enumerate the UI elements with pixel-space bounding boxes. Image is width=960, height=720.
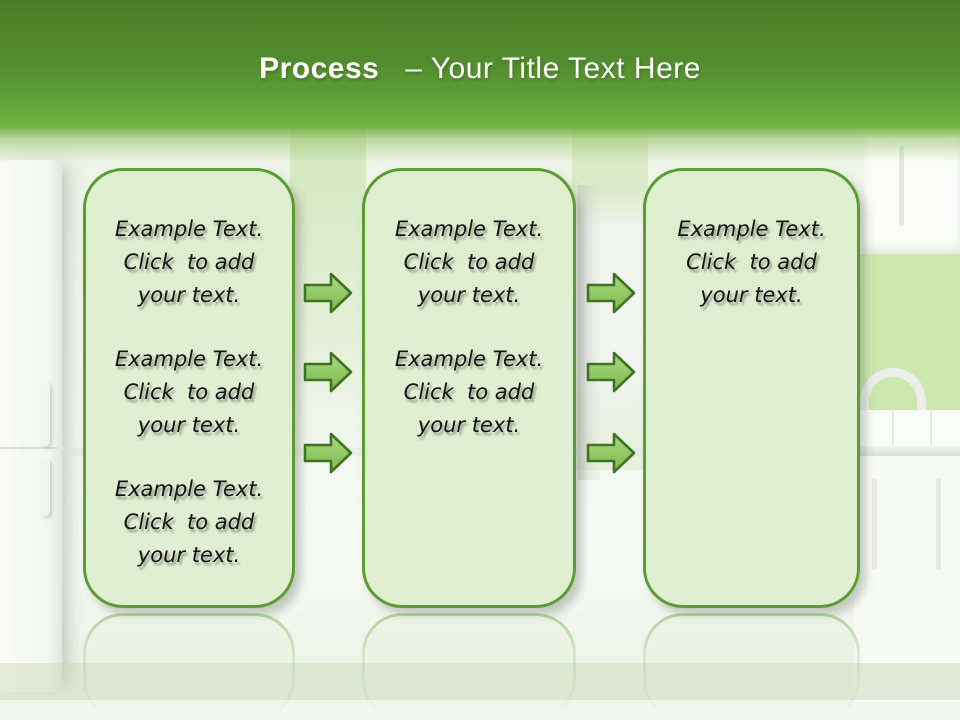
slide-title-keyword: Process [259, 52, 380, 85]
right-arrow-icon[interactable] [303, 350, 353, 394]
slide-title[interactable]: Process – Your Title Text Here [0, 52, 960, 86]
placeholder-line: Click to add [123, 250, 255, 274]
fridge-handle [41, 382, 50, 446]
right-arrow-icon[interactable] [303, 271, 353, 315]
wall-tiles [858, 410, 960, 446]
fridge-door-divider [0, 447, 58, 449]
box-reflection [83, 613, 295, 720]
text-placeholder[interactable]: Example Text. Click to add your text. [365, 213, 573, 312]
placeholder-line: Click to add [123, 380, 255, 404]
lower-cabinet [854, 456, 960, 702]
placeholder-line: Example Text. [677, 217, 826, 241]
placeholder-line: Click to add [403, 380, 535, 404]
process-box-2[interactable]: Example Text. Click to add your text. Ex… [362, 168, 576, 608]
text-placeholder[interactable]: Example Text. Click to add your text. [646, 213, 857, 312]
process-box-1[interactable]: Example Text. Click to add your text. Ex… [83, 168, 295, 608]
fridge [0, 160, 62, 692]
right-arrow-icon[interactable] [586, 271, 636, 315]
box-reflection [362, 613, 576, 720]
cabinet-handle [899, 146, 904, 226]
fridge-handle [41, 458, 50, 516]
placeholder-line: Example Text. [114, 217, 264, 241]
text-placeholder[interactable]: Example Text. Click to add your text. [365, 343, 573, 442]
placeholder-line: your text. [137, 543, 241, 567]
placeholder-line: Example Text. [114, 477, 264, 501]
placeholder-line: your text. [137, 283, 241, 307]
text-placeholder[interactable]: Example Text. Click to add your text. [86, 343, 292, 442]
placeholder-line: your text. [417, 413, 521, 437]
placeholder-line: Click to add [686, 250, 817, 274]
process-box-3[interactable]: Example Text. Click to add your text. [643, 168, 860, 608]
faucet-icon [860, 368, 926, 412]
placeholder-line: Click to add [123, 510, 255, 534]
right-arrow-icon[interactable] [586, 431, 636, 475]
text-placeholder[interactable]: Example Text. Click to add your text. [86, 213, 292, 312]
cooker-hood-shadow [578, 185, 600, 480]
slide-title-subtitle: – Your Title Text Here [405, 52, 701, 85]
placeholder-line: Example Text. [394, 217, 544, 241]
right-arrow-icon[interactable] [586, 350, 636, 394]
right-arrow-icon[interactable] [303, 431, 353, 475]
text-placeholder[interactable]: Example Text. Click to add your text. [86, 473, 292, 572]
placeholder-line: your text. [700, 283, 803, 307]
placeholder-line: your text. [417, 283, 521, 307]
placeholder-line: Click to add [403, 250, 535, 274]
title-bar [0, 0, 960, 162]
cabinet-handle [872, 478, 877, 570]
placeholder-line: Example Text. [114, 347, 264, 371]
countertop [854, 446, 960, 456]
cabinet-handle [936, 478, 941, 570]
box-reflection [643, 613, 860, 720]
placeholder-line: Example Text. [394, 347, 544, 371]
placeholder-line: your text. [137, 413, 241, 437]
